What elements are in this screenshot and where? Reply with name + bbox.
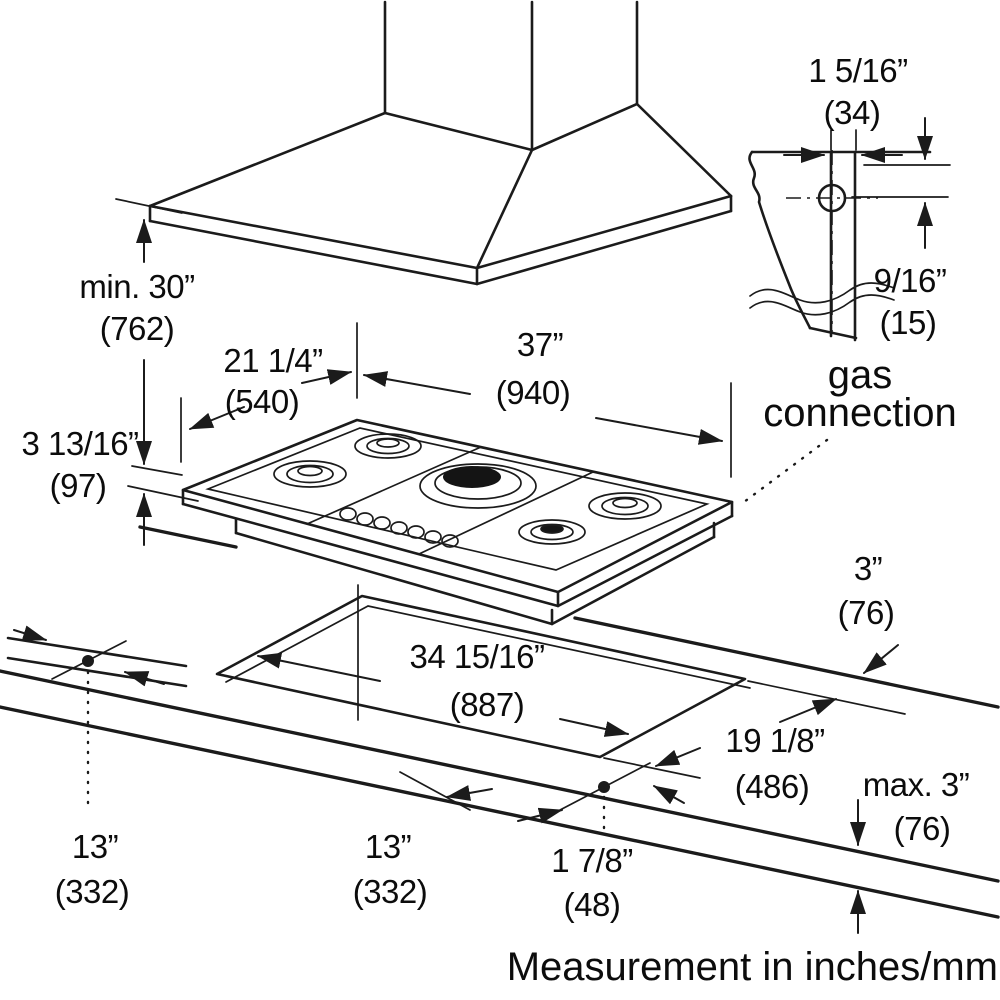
arrow-b <box>517 807 563 824</box>
cutout-outline <box>215 594 747 759</box>
burner-rear-left <box>354 433 422 459</box>
cooktop-base-corners <box>234 517 716 626</box>
cutout-inner-lip <box>225 605 751 689</box>
hood-slope-right <box>635 102 733 198</box>
dim-gas-point-left: 13” (332) <box>13 625 165 910</box>
dim-gas-left-mm: (332) <box>55 873 130 910</box>
dim-cooktop-depth: 21 1/4” (540) <box>180 322 358 463</box>
dim-cooktop-width-mm: (940) <box>496 374 571 411</box>
arrow-right <box>301 369 352 385</box>
cutout-front-extension <box>603 757 701 779</box>
burner-center-large <box>419 463 537 509</box>
hood-chimney-base <box>383 102 639 152</box>
extension-lines-horizontal-offset <box>830 129 857 151</box>
dim-hood-clearance-inches: min. 30” <box>79 268 194 305</box>
burner-right <box>588 492 662 520</box>
dim-rear-clearance-mm: (76) <box>838 594 895 631</box>
arrow-left <box>189 406 245 430</box>
cutout-rear-extension <box>747 680 906 715</box>
hood-base-bottom-edge <box>148 209 733 286</box>
break-line-upper <box>749 282 895 304</box>
gas-connection-label-line2: connection <box>763 391 956 435</box>
dim-cooktop-depth-mm: (540) <box>225 383 300 420</box>
hood-slope-left <box>148 111 387 208</box>
cooktop-base-bottom <box>234 531 716 626</box>
dim-rear-clearance: 3” (76) <box>838 550 899 674</box>
extension-lines <box>180 322 358 463</box>
hood-base-top-edge <box>148 194 733 270</box>
arrow-right <box>595 417 723 445</box>
break-line-lower <box>749 294 895 316</box>
dim-cooktop-height-mm: (97) <box>50 467 107 504</box>
dim-gas-center-mm: (332) <box>353 873 428 910</box>
detail-mounting-strip <box>829 150 857 342</box>
arrow-up <box>779 698 837 723</box>
arrow-right <box>559 718 629 737</box>
dim-gas-left-inches: 13” <box>72 828 118 865</box>
countertop-drawing <box>0 525 1000 919</box>
dim-cutout-depth: 19 1/8” (486) <box>655 698 837 805</box>
arrow <box>863 644 899 674</box>
counter-front-bottom-edge <box>0 705 1000 919</box>
arrow-down <box>655 747 701 767</box>
dim-cooktop-depth-inches: 21 1/4” <box>223 342 322 379</box>
burner-left <box>273 460 347 488</box>
counter-rear-edge <box>138 525 1000 709</box>
dim-cooktop-height-inches: 3 13/16” <box>21 425 138 462</box>
dim-gas-horizontal-inches: 1 5/16” <box>808 52 907 89</box>
dim-gas-center-inches: 13” <box>365 828 411 865</box>
dim-gas-front-mm: (48) <box>564 886 621 923</box>
arrow-b <box>124 671 165 687</box>
extension-line <box>51 640 127 680</box>
dim-front-overhang-mm: (76) <box>894 810 951 847</box>
hood-slope-front <box>475 148 534 270</box>
dim-front-overhang: max. 3” (76) <box>850 766 970 934</box>
dim-cooktop-width: 37” (940) <box>363 326 732 478</box>
dim-hood-clearance: min. 30” (762) <box>79 198 195 465</box>
dim-gas-horizontal-mm: (34) <box>824 94 881 131</box>
dim-cooktop-width-inches: 37” <box>517 326 563 363</box>
arrow-left <box>363 371 471 395</box>
hood-extension-line <box>115 198 183 214</box>
hood-base-corners <box>148 194 733 286</box>
cooktop-drawing <box>181 418 734 626</box>
extension-lines-vertical-offset <box>851 164 951 198</box>
dim-gas-point-center: 13” (332) <box>353 762 651 910</box>
dim-cutout-depth-mm: (486) <box>735 768 810 805</box>
extension-lines <box>399 762 651 811</box>
burner-front-right <box>518 519 586 545</box>
dim-rear-clearance-inches: 3” <box>854 550 882 587</box>
control-knobs <box>339 507 459 548</box>
gas-connection-leader <box>738 438 829 507</box>
dim-gas-point-front: 1 7/8” (48) <box>551 785 685 923</box>
range-hood-drawing <box>148 0 733 286</box>
dim-gas-vertical-mm: (15) <box>880 304 937 341</box>
measurement-units-note: Measurement in inches/mm <box>507 945 998 989</box>
detail-bottom-edge <box>808 326 858 340</box>
burner-center-cap <box>443 466 501 488</box>
arrow <box>653 785 685 805</box>
extension-lines <box>127 465 199 502</box>
dim-cooktop-height: 3 13/16” (97) <box>21 425 199 546</box>
dim-front-overhang-inches: max. 3” <box>863 766 970 803</box>
cooktop-section-lines <box>306 446 594 555</box>
arrow-a <box>446 785 493 801</box>
dim-cutout-width-inches: 34 15/16” <box>410 638 545 675</box>
cooktop-rim-bottom <box>181 502 734 608</box>
dim-cutout-width-mm: (887) <box>450 686 525 723</box>
dim-gas-front-inches: 1 7/8” <box>551 842 632 879</box>
arrow-a <box>13 625 47 641</box>
dim-cutout-depth-inches: 19 1/8” <box>725 722 824 759</box>
cooktop-inner-rim <box>205 427 710 571</box>
counter-front-edge <box>0 669 1000 883</box>
dim-hood-clearance-mm: (762) <box>100 310 175 347</box>
gas-connection-detail: 1 5/16” (34) 9/16” (15) gas connection <box>738 52 957 507</box>
gas-connection-label-line1: gas <box>828 353 893 397</box>
arrow-left <box>257 652 381 682</box>
dim-cutout-width: 34 15/16” (887) <box>257 638 629 737</box>
detail-left-profile <box>748 150 812 330</box>
dim-gas-vertical-inches: 9/16” <box>874 262 947 299</box>
